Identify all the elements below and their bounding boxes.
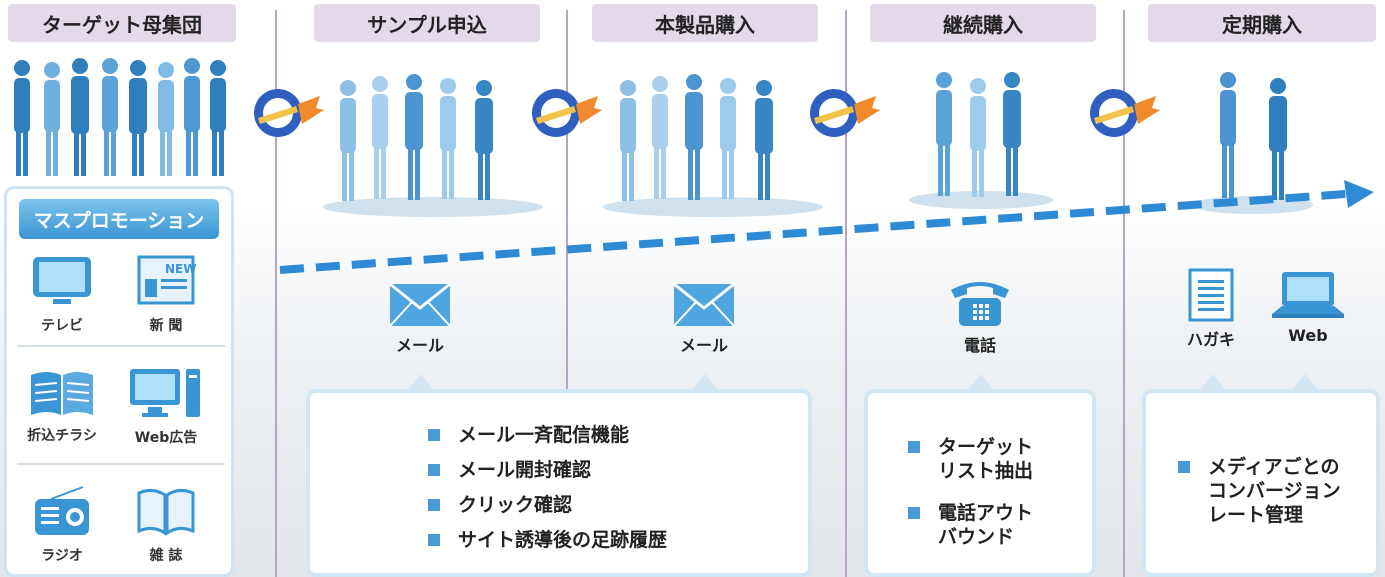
- newspaper-icon-text: NEWS: [165, 262, 197, 276]
- tv-icon: [33, 257, 91, 304]
- telephone-icon: [951, 282, 1009, 326]
- stage-divider: [566, 10, 568, 577]
- channel-mail-1-label: メール: [395, 336, 444, 355]
- box-pointer: [1292, 374, 1318, 390]
- envelope-icon: [673, 282, 735, 327]
- envelope-icon: [389, 282, 451, 327]
- cycle-arrow-icon: [810, 89, 880, 137]
- mail-feature-item: サイト誘導後の足跡履歴: [428, 528, 667, 552]
- phone-feature-list: ターゲット リスト抽出 電話アウト バウンド: [908, 435, 1033, 549]
- stage-label-target: ターゲット母集団: [8, 4, 236, 42]
- box-pointer: [1200, 374, 1226, 390]
- cycle-arrow-icon: [254, 89, 324, 137]
- product-crowd-illustration: [603, 74, 823, 217]
- open-magazine-icon: [137, 488, 195, 536]
- cycle-arrow-icon: [532, 89, 602, 137]
- stage-divider: [1123, 10, 1125, 577]
- media-divider: [17, 463, 225, 465]
- box-pointer: [968, 374, 994, 390]
- media-newspaper: NEWS 新 聞: [121, 255, 211, 335]
- channel-mail-1: メール: [380, 282, 460, 356]
- postcard-icon: [1188, 268, 1234, 322]
- mail-features-box: メール一斉配信機能 メール開封確認 クリック確認 サイト誘導後の足跡履歴: [306, 389, 812, 577]
- growth-dashed-arrow: [279, 180, 1374, 274]
- mail-feature-item: メール一斉配信機能: [428, 423, 667, 447]
- stage-label-product: 本製品購入: [592, 4, 818, 42]
- media-divider: [17, 345, 225, 347]
- flyer-icon: [31, 372, 93, 415]
- media-web-ad: Web広告: [121, 365, 211, 447]
- target-crowd-illustration: [14, 58, 226, 176]
- stage-label-continuous: 継続購入: [870, 4, 1096, 42]
- phone-feature-item: ターゲット リスト抽出: [908, 435, 1033, 483]
- media-tv-label: テレビ: [41, 318, 83, 334]
- channel-postcard: ハガキ: [1176, 268, 1246, 350]
- conversion-feature-item: メディアごとの コンバージョン レート管理: [1178, 455, 1341, 527]
- media-newspaper-label: 新 聞: [149, 318, 183, 334]
- channel-phone: 電話: [940, 276, 1020, 356]
- media-tv: テレビ: [17, 255, 107, 335]
- channel-phone-label: 電話: [963, 336, 996, 355]
- stage-label-sample: サンプル申込: [314, 4, 540, 42]
- phone-feature-item: 電話アウト バウンド: [908, 501, 1033, 549]
- channel-web: Web: [1268, 270, 1348, 345]
- media-magazine: 雑 誌: [121, 485, 211, 565]
- media-flyer: 折込チラシ: [17, 369, 107, 445]
- laptop-icon: [1272, 272, 1344, 318]
- media-flyer-label: 折込チラシ: [27, 428, 97, 444]
- media-radio-label: ラジオ: [41, 548, 83, 564]
- mail-feature-item: クリック確認: [428, 493, 667, 517]
- channel-mail-2-label: メール: [679, 336, 728, 355]
- channel-mail-2: メール: [664, 282, 744, 356]
- phone-features-box: ターゲット リスト抽出 電話アウト バウンド: [864, 389, 1096, 577]
- media-radio: ラジオ: [17, 485, 107, 565]
- continuous-crowd-illustration: [909, 72, 1053, 209]
- sample-crowd-illustration: [323, 74, 543, 217]
- mass-promotion-title: マスプロモーション: [19, 199, 219, 239]
- channel-postcard-label: ハガキ: [1186, 330, 1235, 349]
- desktop-computer-icon: [130, 369, 200, 417]
- mail-feature-list: メール一斉配信機能 メール開封確認 クリック確認 サイト誘導後の足跡履歴: [428, 423, 667, 552]
- newspaper-icon: NEWS: [137, 255, 205, 305]
- conversion-features-box: メディアごとの コンバージョン レート管理: [1142, 389, 1380, 577]
- stage-divider: [275, 10, 277, 577]
- media-web-ad-label: Web広告: [134, 430, 198, 446]
- stage-label-subscription: 定期購入: [1148, 4, 1376, 42]
- box-pointer: [408, 374, 434, 390]
- box-pointer: [692, 374, 718, 390]
- mail-feature-item: メール開封確認: [428, 458, 667, 482]
- radio-icon: [35, 486, 89, 535]
- cycle-arrow-icon: [1090, 89, 1160, 137]
- channel-web-label: Web: [1288, 326, 1328, 345]
- conversion-feature-list: メディアごとの コンバージョン レート管理: [1178, 455, 1341, 527]
- stage-divider: [845, 10, 847, 577]
- media-magazine-label: 雑 誌: [149, 548, 183, 564]
- mass-promotion-panel: マスプロモーション テレビ NEWS 新 聞 折込チラシ Web広告: [4, 186, 234, 577]
